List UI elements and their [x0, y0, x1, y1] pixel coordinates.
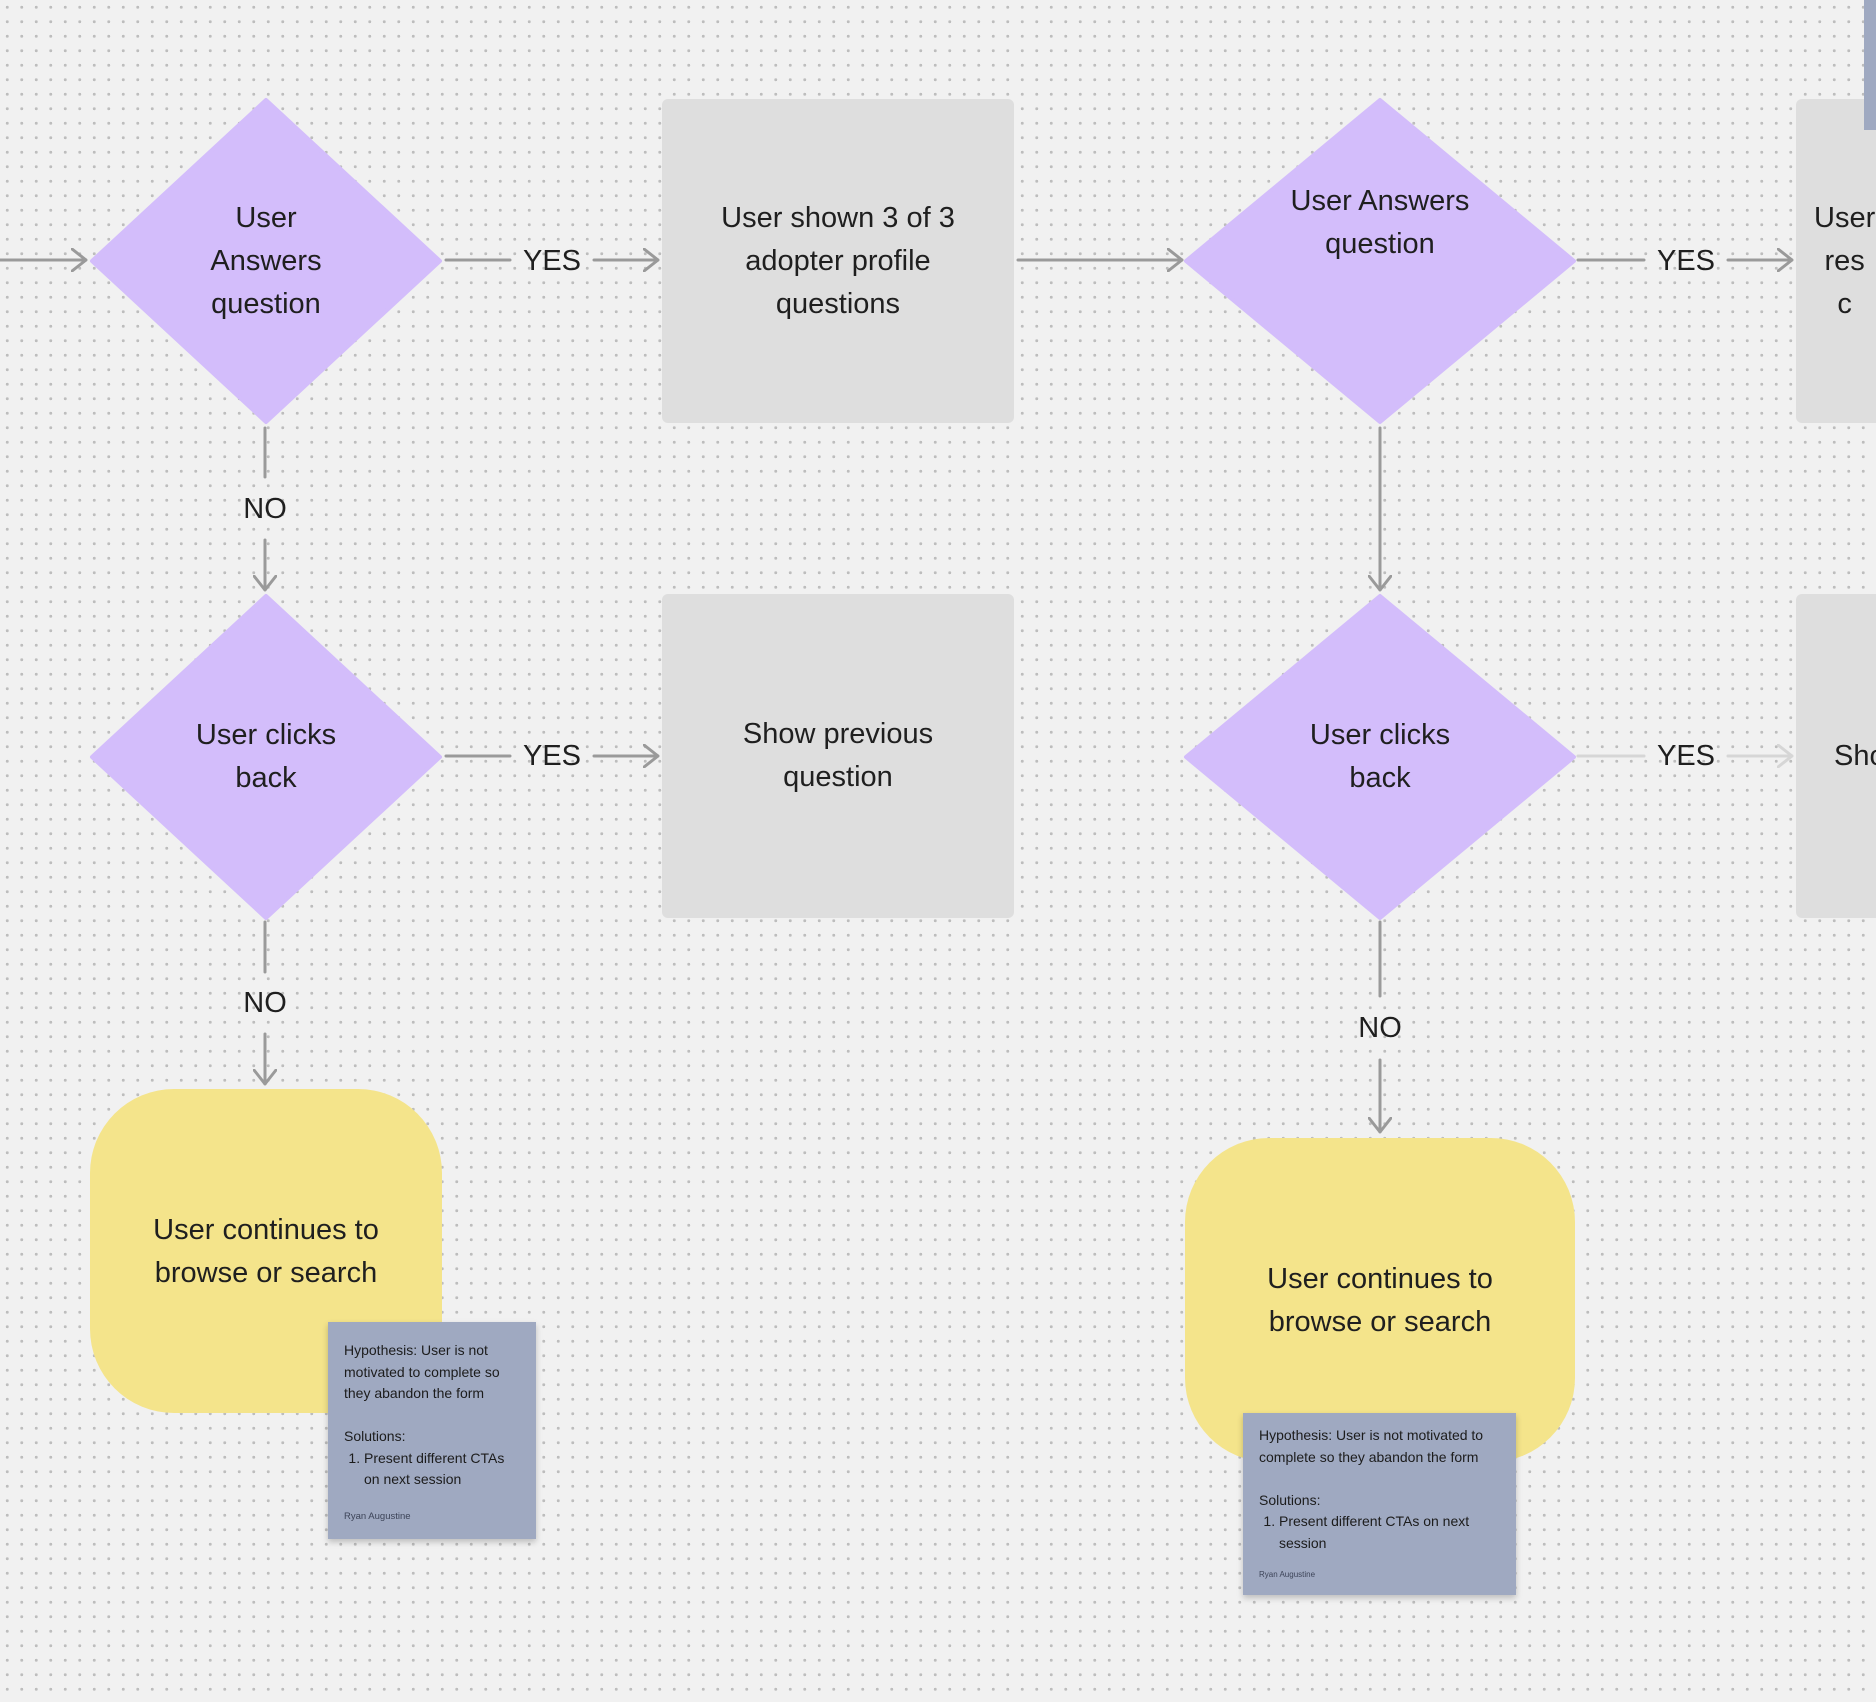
node-label: User Answers question: [210, 201, 322, 320]
edge-label-no: NO: [243, 987, 287, 1019]
sticky-hypothesis: Hypothesis: User is not motivated to com…: [344, 1342, 500, 1401]
process-partial-right-2[interactable]: Sho: [1796, 594, 1876, 918]
decision-user-answers-question-2[interactable]: User Answers question: [1184, 98, 1576, 424]
diamond-shape: [90, 594, 442, 920]
decision-user-answers-question-1[interactable]: User Answers question: [90, 98, 442, 424]
sticky-note-hypothesis-1[interactable]: Hypothesis: User is not motivated to com…: [328, 1322, 536, 1539]
sticky-solutions-label: Solutions:: [344, 1428, 406, 1444]
offscreen-sticky-edge: [1864, 0, 1876, 130]
decision-user-clicks-back-2[interactable]: User clicks back: [1184, 594, 1576, 920]
node-label: Sho: [1834, 739, 1876, 772]
process-user-shown-3-of-3[interactable]: User shown 3 of 3 adopter profile questi…: [662, 99, 1014, 423]
edge-label-yes: YES: [1656, 740, 1716, 772]
diamond-shape: [1184, 98, 1576, 424]
node-label: User continues to browse or search: [153, 1214, 379, 1289]
sticky-author: Ryan Augustine: [344, 1510, 411, 1522]
sticky-author: Ryan Augustine: [1259, 1569, 1316, 1579]
sticky-solution-item: Present different CTAs on next session: [364, 1448, 522, 1491]
sticky-note-hypothesis-2[interactable]: Hypothesis: User is not motivated to com…: [1243, 1413, 1516, 1595]
node-label: User continues to browse or search: [1267, 1263, 1493, 1338]
process-show-previous-question[interactable]: Show previous question: [662, 594, 1014, 918]
sticky-solutions-list: Present different CTAs on next session: [1259, 1511, 1502, 1554]
sticky-solutions-label: Solutions:: [1259, 1491, 1321, 1508]
node-label: User shown 3 of 3 adopter profile questi…: [721, 201, 955, 320]
edge-label-no: NO: [1358, 1012, 1402, 1044]
decision-user-clicks-back-1[interactable]: User clicks back: [90, 594, 442, 920]
node-label: Show previous question: [742, 718, 934, 793]
diamond-shape: [90, 98, 442, 424]
edge-label-no: NO: [243, 493, 287, 525]
edge-label-yes: YES: [522, 245, 582, 277]
process-partial-right[interactable]: User res c: [1796, 99, 1876, 423]
diamond-shape: [1184, 594, 1576, 920]
node-label: User Answers question: [1290, 185, 1470, 260]
edge-label-yes: YES: [522, 740, 582, 772]
node-label: User clicks back: [195, 719, 337, 794]
sticky-solutions-list: Present different CTAs on next session: [344, 1448, 522, 1491]
node-label: User clicks back: [1309, 719, 1451, 794]
node-label: User res c: [1814, 202, 1876, 320]
terminal-user-continues-2[interactable]: User continues to browse or search: [1185, 1138, 1575, 1462]
sticky-hypothesis: Hypothesis: User is not motivated to com…: [1259, 1427, 1484, 1465]
edge-label-yes: YES: [1656, 245, 1716, 277]
sticky-solution-item: Present different CTAs on next session: [1279, 1511, 1502, 1554]
